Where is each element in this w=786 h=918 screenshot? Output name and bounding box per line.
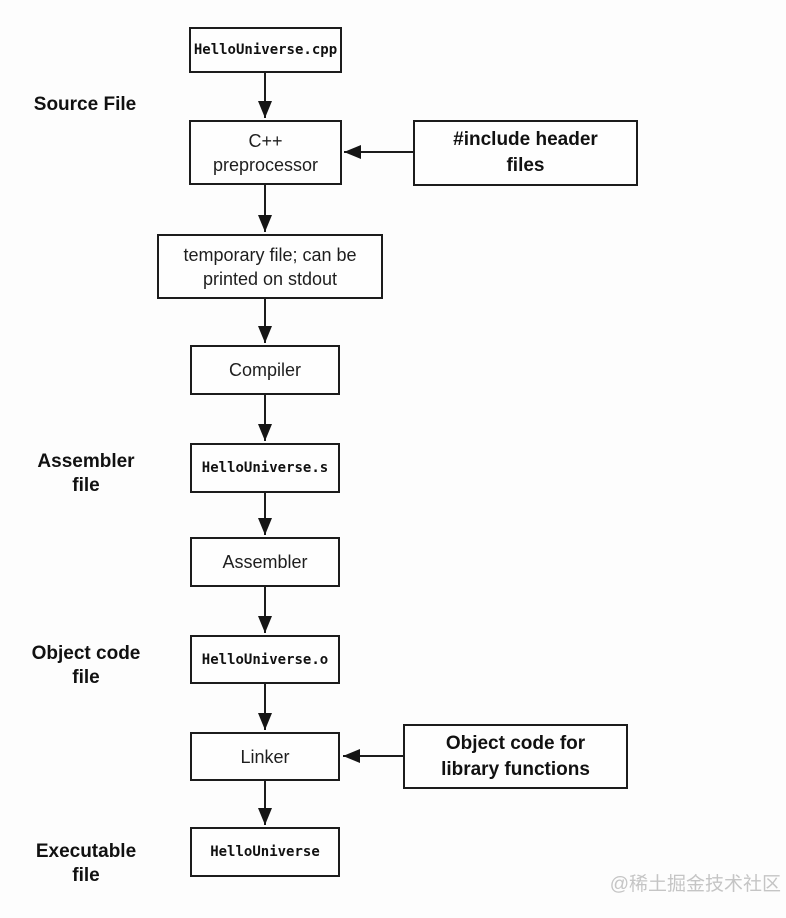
node-label-line2: files [506,155,545,176]
label-line1: Executable [35,841,137,862]
node-temp-file: temporary file; can be printed on stdout [157,234,383,299]
label-executable-file: Executable file [16,840,156,888]
node-assembler-file-box: HelloUniverse.s [190,443,340,493]
node-include-headers: #include header files [413,120,638,186]
node-label-line1: #include header [453,129,598,150]
node-executable-box: HelloUniverse [190,827,340,877]
label-source-file: Source File [15,93,155,117]
node-label: Linker [240,746,290,767]
label-line1: Object code [31,643,141,664]
node-label-line1: C++ [248,130,283,151]
node-label-line2: library functions [441,758,590,780]
node-label: HelloUniverse.o [201,651,329,668]
label-line2: file [72,475,100,496]
node-label-line2: preprocessor [212,154,319,175]
label-line2: file [72,865,100,886]
node-label-line2: printed on stdout [202,268,338,289]
node-object-file-box: HelloUniverse.o [190,635,340,684]
node-preprocessor: C++ preprocessor [189,120,342,185]
node-assembler: Assembler [190,537,340,587]
node-compiler: Compiler [190,345,340,395]
node-label: HelloUniverse [210,844,320,860]
label-assembler-file: Assembler file [16,450,156,498]
node-label-line1: Object code for [445,732,586,754]
node-source-file-box: HelloUniverse.cpp [189,27,342,73]
node-label-line1: temporary file; can be [183,244,357,265]
label-line1: Assembler [37,451,135,472]
node-label: HelloUniverse.cpp [193,42,338,58]
label-line2: file [72,667,100,688]
node-linker: Linker [190,732,340,781]
node-label: Assembler [222,552,308,572]
label-object-code-file: Object code file [16,642,156,690]
watermark-juejin-community: @稀土掘金技术社区 [609,874,781,895]
node-library-objcode: Object code for library functions [403,724,628,789]
label-line1: Source File [33,94,137,115]
node-label: HelloUniverse.s [201,460,329,476]
node-label: Compiler [228,360,302,380]
